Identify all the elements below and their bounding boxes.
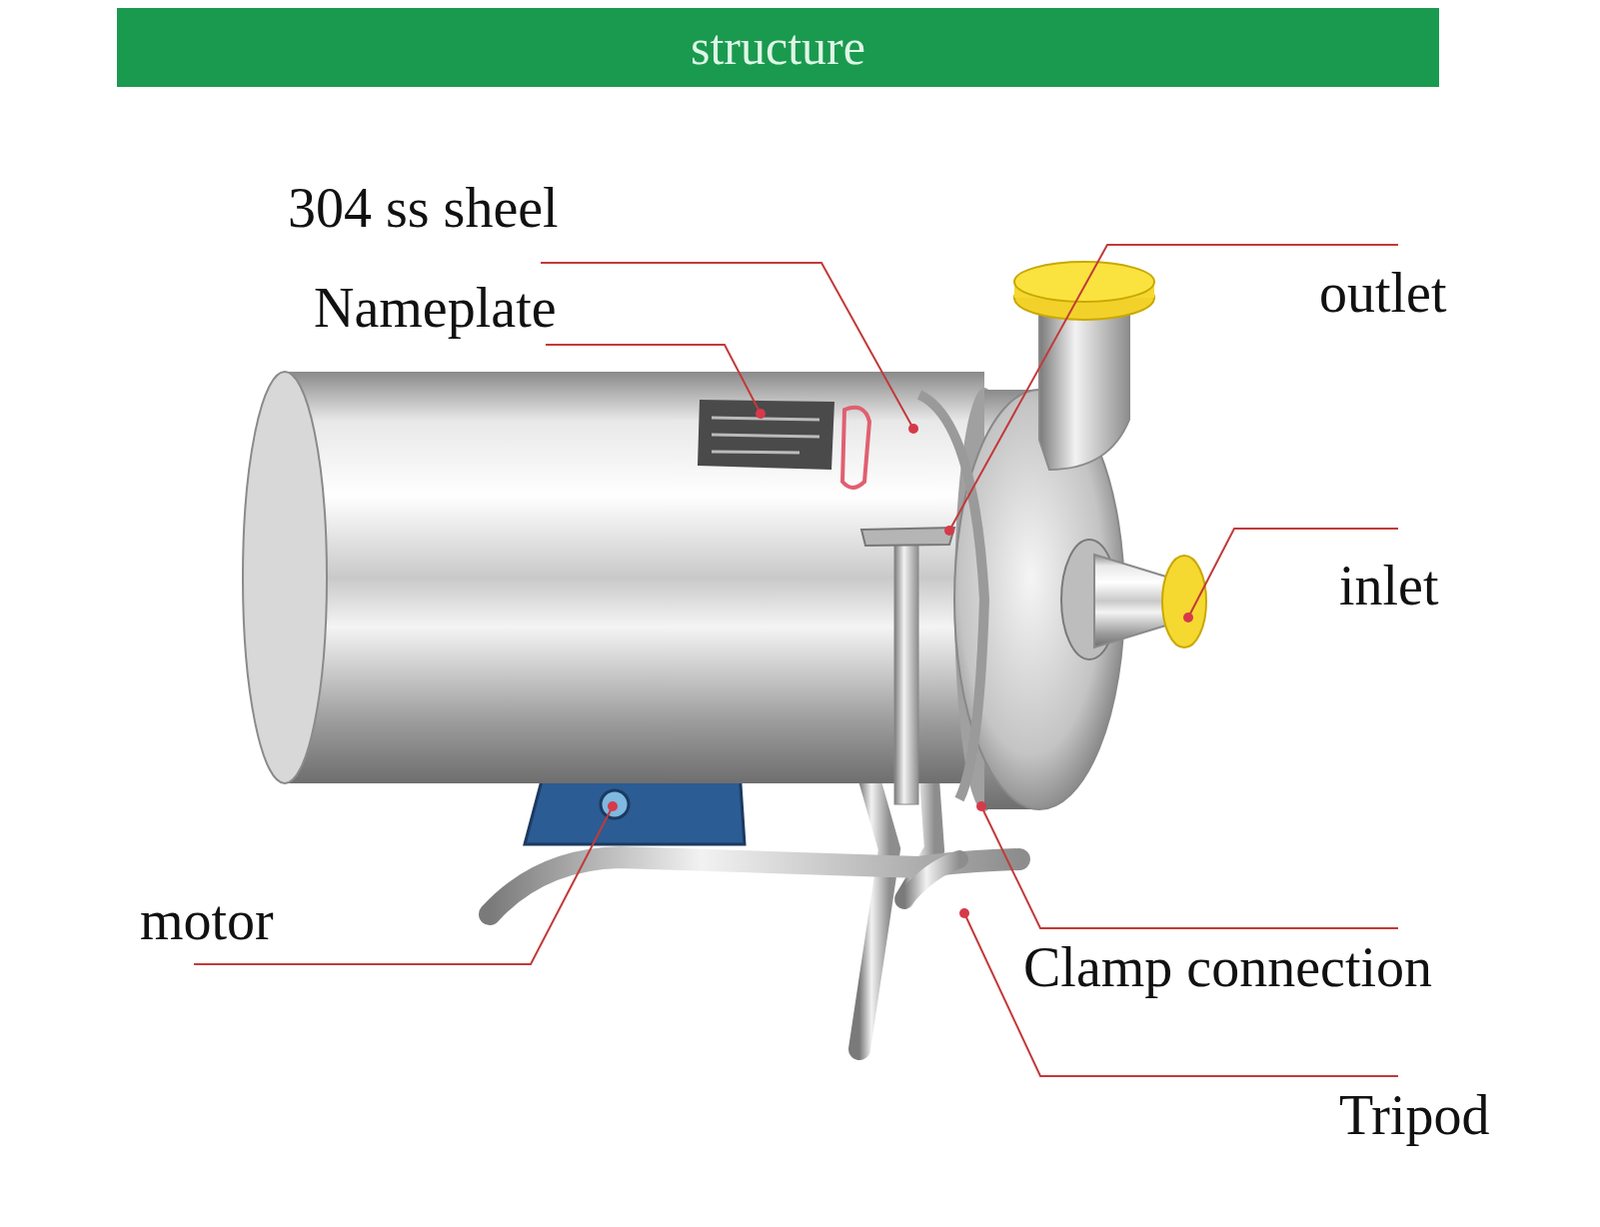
part-label: motor (139, 892, 274, 949)
motor-shell (242, 371, 985, 784)
part-label: Tripod (1339, 1087, 1490, 1144)
leader-dots (607, 408, 1194, 919)
part-label: Nameplate (313, 279, 557, 336)
part-label: inlet (1339, 557, 1440, 614)
inlet-pipe (1061, 539, 1207, 660)
title-text: structure (690, 21, 866, 72)
clamp (861, 394, 985, 805)
part-label: Clamp connection (1023, 939, 1433, 996)
part-label: outlet (1319, 264, 1448, 321)
nameplate (697, 399, 870, 488)
part-label: 304 ss sheel (287, 179, 559, 236)
outlet-pipe (1014, 261, 1155, 470)
